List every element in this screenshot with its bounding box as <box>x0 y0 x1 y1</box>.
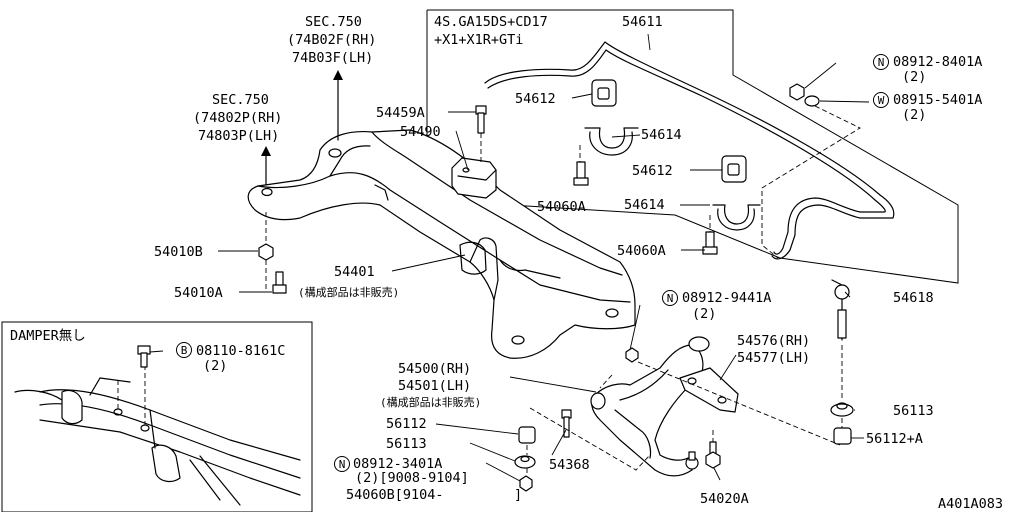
bracket-54576 <box>679 367 739 413</box>
label-box-line2: +X1+X1R+GTi <box>434 32 523 48</box>
stabilizer-bar <box>484 41 895 260</box>
svg-text:N: N <box>667 292 674 305</box>
arrow-up-icon-top <box>333 70 343 141</box>
label-sec750-top: SEC.750 <box>305 14 362 30</box>
label-54577: 54577(LH) <box>737 350 810 366</box>
label-08915-5401a: 08915-5401A <box>893 92 982 108</box>
label-56112: 56112 <box>386 416 427 432</box>
label-56113-a: 56113 <box>386 436 427 452</box>
bolt-54368 <box>561 409 572 438</box>
label-08912-8401a-qty: (2) <box>902 69 926 85</box>
stabilizer-bar-inner <box>487 49 886 255</box>
label-74b02f: (74B02F(RH) <box>287 32 376 48</box>
washer-56113-right <box>830 403 854 417</box>
svg-text:N: N <box>339 458 346 471</box>
washer-icon <box>804 95 820 107</box>
label-54612-b: 54612 <box>632 163 673 179</box>
label-54401: 54401 <box>334 264 375 280</box>
bushing-56112a <box>833 427 852 445</box>
label-54459a: 54459A <box>376 105 425 121</box>
arrow-up-icon-left <box>261 146 271 186</box>
label-08110-8161c-qty: (2) <box>203 358 227 374</box>
label-56113-b: 56113 <box>893 403 934 419</box>
label-54010b: 54010B <box>154 244 203 260</box>
label-54401-note: (構成部品は非販売) <box>298 285 399 299</box>
damper-inset-box <box>1 321 313 512</box>
circle-n-icon-1: N <box>873 54 889 70</box>
mount-54490 <box>451 157 497 199</box>
bushing-upper <box>591 79 617 107</box>
nut-icon <box>789 83 805 101</box>
bushing-56112 <box>518 426 536 444</box>
label-54614-b: 54614 <box>624 197 665 213</box>
nut-54010b <box>258 243 274 261</box>
label-56112a: 56112+A <box>866 431 923 447</box>
label-sec750-left: SEC.750 <box>212 92 269 108</box>
svg-text:W: W <box>878 94 885 107</box>
nut-08912-9441a <box>625 347 639 363</box>
label-08912-3401a: 08912-3401A <box>353 456 442 472</box>
label-54618: 54618 <box>893 290 934 306</box>
label-74802p: (74802P(RH) <box>193 110 282 126</box>
bolt-54060a-lower <box>702 231 718 255</box>
label-74803p: 74803P(LH) <box>198 128 279 144</box>
label-54500-note: (構成部品は非販売) <box>380 395 481 409</box>
label-54501: 54501(LH) <box>398 378 471 394</box>
bolt-54060a-upper <box>573 161 589 186</box>
label-54576: 54576(RH) <box>737 333 810 349</box>
label-08110-8161c: 08110-8161C <box>196 343 285 359</box>
circle-w-icon: W <box>873 92 889 108</box>
label-54010a: 54010A <box>174 285 223 301</box>
clamp-upper <box>584 127 639 149</box>
lower-control-arm <box>590 336 710 477</box>
bolt-54010a <box>272 271 287 294</box>
bolt-54459a <box>475 105 487 134</box>
nut-08912-3401a <box>519 475 533 492</box>
label-54611: 54611 <box>622 14 663 30</box>
dashed-guides <box>265 105 861 476</box>
bushing-lower <box>721 155 747 183</box>
label-54060a-b: 54060A <box>617 243 666 259</box>
label-54368: 54368 <box>549 457 590 473</box>
label-08912-9441a: 08912-9441A <box>682 290 771 306</box>
label-08912-8401a: 08912-8401A <box>893 54 982 70</box>
label-diagram-code: A401A083 <box>938 496 1003 512</box>
damper-inset-drawing <box>14 345 301 506</box>
label-08912-9441a-qty: (2) <box>692 306 716 322</box>
label-damper-title: DAMPER無し <box>10 328 86 344</box>
label-54060b: 54060B[9104- <box>346 487 444 503</box>
label-74b03f: 74B03F(LH) <box>292 50 373 66</box>
label-54060a-a: 54060A <box>537 199 586 215</box>
circle-n-icon-2: N <box>662 290 678 306</box>
label-54060b-close: ] <box>514 487 522 503</box>
stabilizer-link <box>831 279 850 341</box>
label-54612-a: 54612 <box>515 91 556 107</box>
svg-text:B: B <box>181 344 188 357</box>
bolt-08110-8161c <box>137 345 151 368</box>
bolt-54020a <box>705 441 721 469</box>
label-54614-a: 54614 <box>641 127 682 143</box>
label-54490: 54490 <box>400 124 441 140</box>
circle-n-icon-3: N <box>334 456 350 472</box>
label-08912-3401a-qty: (2)[9008-9104] <box>355 470 469 486</box>
crossmember <box>247 129 636 359</box>
svg-text:N: N <box>878 56 885 69</box>
label-54500: 54500(RH) <box>398 361 471 377</box>
circle-b-icon: B <box>176 342 192 358</box>
leader-lines <box>149 33 870 482</box>
label-box-line1: 4S.GA15DS+CD17 <box>434 14 548 30</box>
clamp-lower <box>712 204 761 225</box>
label-54020a: 54020A <box>700 491 749 507</box>
label-08915-5401a-qty: (2) <box>902 107 926 123</box>
